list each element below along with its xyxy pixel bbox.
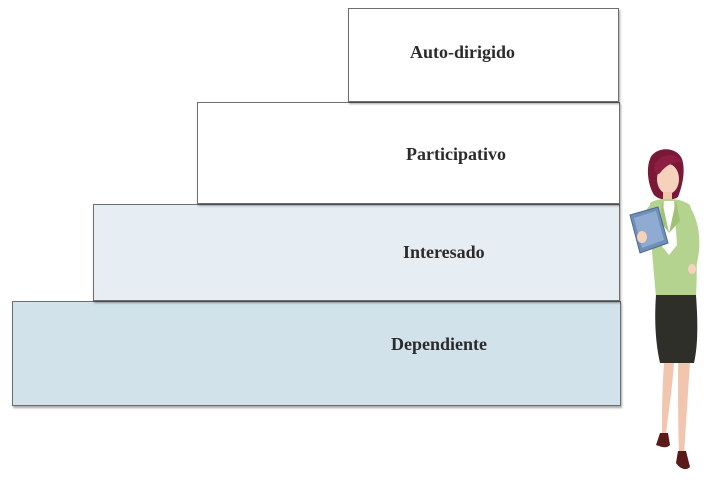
step-label-interesado: Interesado <box>403 242 485 262</box>
step-participativo <box>197 102 620 204</box>
step-label-dependiente: Dependiente <box>391 334 487 354</box>
step-label-participativo: Participativo <box>406 144 506 164</box>
step-auto-dirigido <box>348 8 619 102</box>
step-dependiente <box>12 301 621 406</box>
businesswoman-with-tablet-icon <box>629 149 700 470</box>
step-interesado <box>93 204 620 301</box>
step-label-auto-dirigido: Auto-dirigido <box>410 42 516 62</box>
